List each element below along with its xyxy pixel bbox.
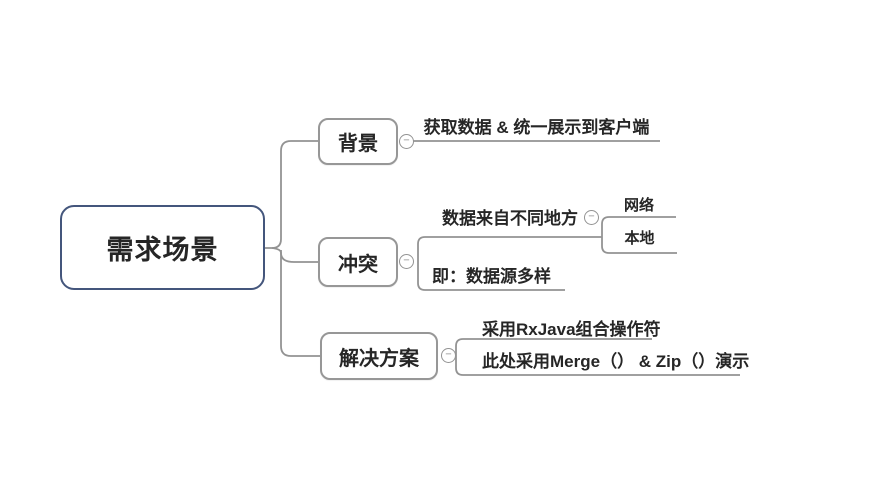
branch-solution-label: 解决方案 bbox=[339, 347, 419, 370]
leaf-network[interactable]: 网络 bbox=[623, 197, 654, 214]
minus-icon: − bbox=[445, 348, 452, 361]
leaf-merge-zip-demo[interactable]: 此处采用Merge（） & Zip（）演示 bbox=[482, 352, 750, 371]
branch-background-label: 背景 bbox=[338, 133, 378, 155]
collapse-toggle-datasource[interactable]: − bbox=[584, 210, 599, 225]
minus-icon: − bbox=[403, 134, 410, 147]
leaf-multiple-data-sources[interactable]: 即：数据源多样 bbox=[432, 267, 551, 286]
connector-root-to-conflict bbox=[271, 247, 318, 263]
connector-root-to-solution bbox=[280, 250, 320, 357]
collapse-toggle-background[interactable]: − bbox=[399, 134, 414, 149]
collapse-toggle-conflict[interactable]: − bbox=[399, 254, 414, 269]
connector-solution-children bbox=[455, 338, 740, 376]
leaf-get-data-show-client[interactable]: 获取数据 & 统一展示到客户端 bbox=[423, 118, 650, 137]
branch-node-conflict[interactable]: 冲突 bbox=[318, 237, 398, 287]
leaf-rxjava-combine-operators[interactable]: 采用RxJava组合操作符 bbox=[482, 320, 661, 339]
minus-icon: − bbox=[588, 210, 595, 223]
branch-node-solution[interactable]: 解决方案 bbox=[320, 332, 438, 380]
leaf-local[interactable]: 本地 bbox=[624, 230, 655, 247]
connector-datasource-children bbox=[601, 216, 677, 254]
root-node-requirement-scenario[interactable]: 需求场景 bbox=[60, 205, 265, 290]
branch-conflict-label: 冲突 bbox=[338, 253, 378, 276]
leaf-data-from-different-places[interactable]: 数据来自不同地方 bbox=[442, 209, 578, 228]
connector-conflict-children bbox=[417, 236, 602, 291]
collapse-toggle-solution[interactable]: − bbox=[441, 348, 456, 363]
root-node-label: 需求场景 bbox=[106, 235, 219, 265]
connector-root-to-background bbox=[265, 140, 318, 249]
minus-icon: − bbox=[403, 254, 410, 267]
branch-node-background[interactable]: 背景 bbox=[318, 118, 398, 165]
